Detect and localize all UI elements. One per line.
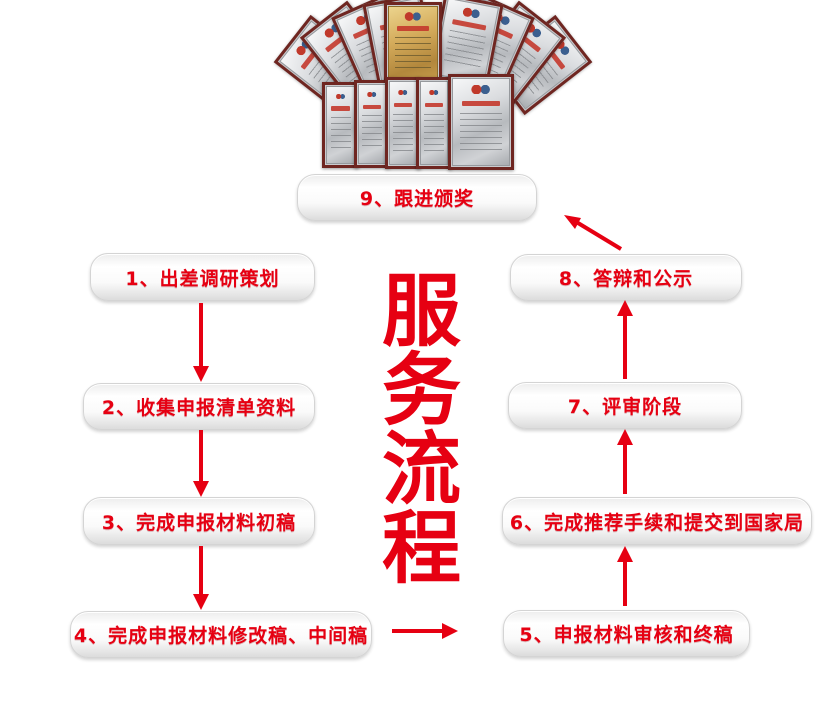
award-logo-icon — [469, 85, 493, 95]
certificate-title-bar — [461, 100, 501, 106]
step-box-4: 4、完成申报材料修改稿、中间稿 — [70, 611, 372, 658]
step-label: 7、评审阶段 — [567, 396, 683, 418]
arrow-step5-to-step6 — [617, 546, 633, 606]
step-box-8: 8、答辩和公示 — [510, 254, 742, 301]
certificate-title-bar — [363, 104, 381, 110]
award-logo-icon — [403, 12, 423, 21]
step-box-2: 2、收集申报清单资料 — [83, 383, 315, 430]
certificate-text-lines — [424, 113, 444, 151]
certificate-plate — [388, 6, 438, 84]
step-label: 1、出差调研策划 — [125, 267, 280, 290]
step-box-6: 6、完成推荐手续和提交到国家局 — [502, 497, 812, 545]
step-box-5: 5、申报材料审核和终稿 — [503, 610, 750, 657]
step-label: 2、收集申报清单资料 — [101, 397, 297, 419]
certificate — [448, 74, 514, 170]
step-label: 8、答辩和公示 — [558, 268, 694, 290]
certificate-text-lines — [393, 113, 413, 151]
certificate-plate — [452, 78, 510, 166]
award-logo-icon — [460, 7, 483, 20]
certificate-title-bar — [331, 106, 350, 111]
arrow-step7-to-step8 — [617, 300, 633, 379]
certificate — [416, 77, 452, 169]
certificate-plate — [389, 81, 417, 165]
step-label: 4、完成申报材料修改稿、中间稿 — [73, 625, 369, 647]
certificate — [322, 82, 359, 168]
certificate-plate — [358, 84, 386, 164]
arrow-step6-to-step7 — [617, 429, 633, 494]
arrow-step1-to-step2 — [193, 303, 209, 382]
certificate-plate — [433, 0, 499, 85]
certificate-title-bar — [452, 19, 487, 31]
step-label: 6、完成推荐手续和提交到国家局 — [509, 511, 805, 534]
arrow-step8-to-step9 — [564, 215, 623, 251]
certificate — [385, 77, 421, 169]
certificate-text-lines — [395, 36, 431, 71]
step-label: 5、申报材料审核和终稿 — [519, 624, 734, 646]
certificate-plate — [326, 86, 355, 164]
certificate-gold — [384, 2, 442, 88]
arrow-step3-to-step4 — [193, 546, 209, 610]
step-box-1: 1、出差调研策划 — [90, 253, 315, 301]
arrow-step2-to-step3 — [193, 430, 209, 497]
certificate-text-lines — [362, 115, 382, 151]
certificate-text-lines — [460, 112, 502, 152]
step-box-7: 7、评审阶段 — [508, 382, 742, 429]
step-box-9: 9、跟进颁奖 — [297, 174, 537, 221]
certificate-title-bar — [425, 102, 443, 108]
certificate-text-lines — [330, 116, 351, 151]
certificate-title-bar — [396, 26, 430, 31]
certificate-title-bar — [394, 102, 412, 108]
certificate-plate — [420, 81, 448, 165]
certificate-text-lines — [442, 29, 486, 70]
step-label: 9、跟进颁奖 — [359, 188, 475, 210]
certificates-display — [273, 0, 593, 170]
step-label: 3、完成申报材料初稿 — [101, 511, 297, 534]
award-logo-icon — [366, 90, 378, 100]
certificate — [354, 80, 390, 168]
award-logo-icon — [428, 87, 440, 97]
step-box-3: 3、完成申报材料初稿 — [83, 497, 315, 545]
service-process-title: 服务流程 — [368, 268, 461, 585]
arrow-step4-to-step5 — [392, 623, 458, 639]
award-logo-icon — [397, 87, 409, 97]
award-logo-icon — [335, 92, 346, 101]
